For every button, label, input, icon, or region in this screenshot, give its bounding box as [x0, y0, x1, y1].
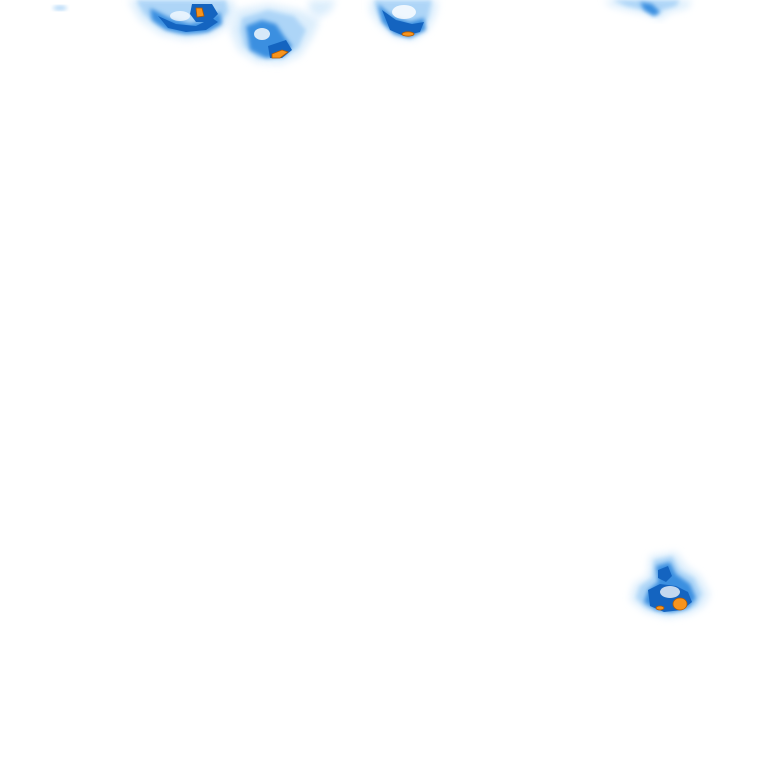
rain-cell-north-center: [370, 0, 438, 40]
rain-cell-north-west-b: [230, 0, 336, 64]
rain-cell-far-west: [53, 5, 67, 11]
rain-cell-north-west-a: [128, 0, 236, 40]
rain-cell-south-east: [630, 552, 710, 618]
rain-cell-north-east: [604, 0, 692, 20]
